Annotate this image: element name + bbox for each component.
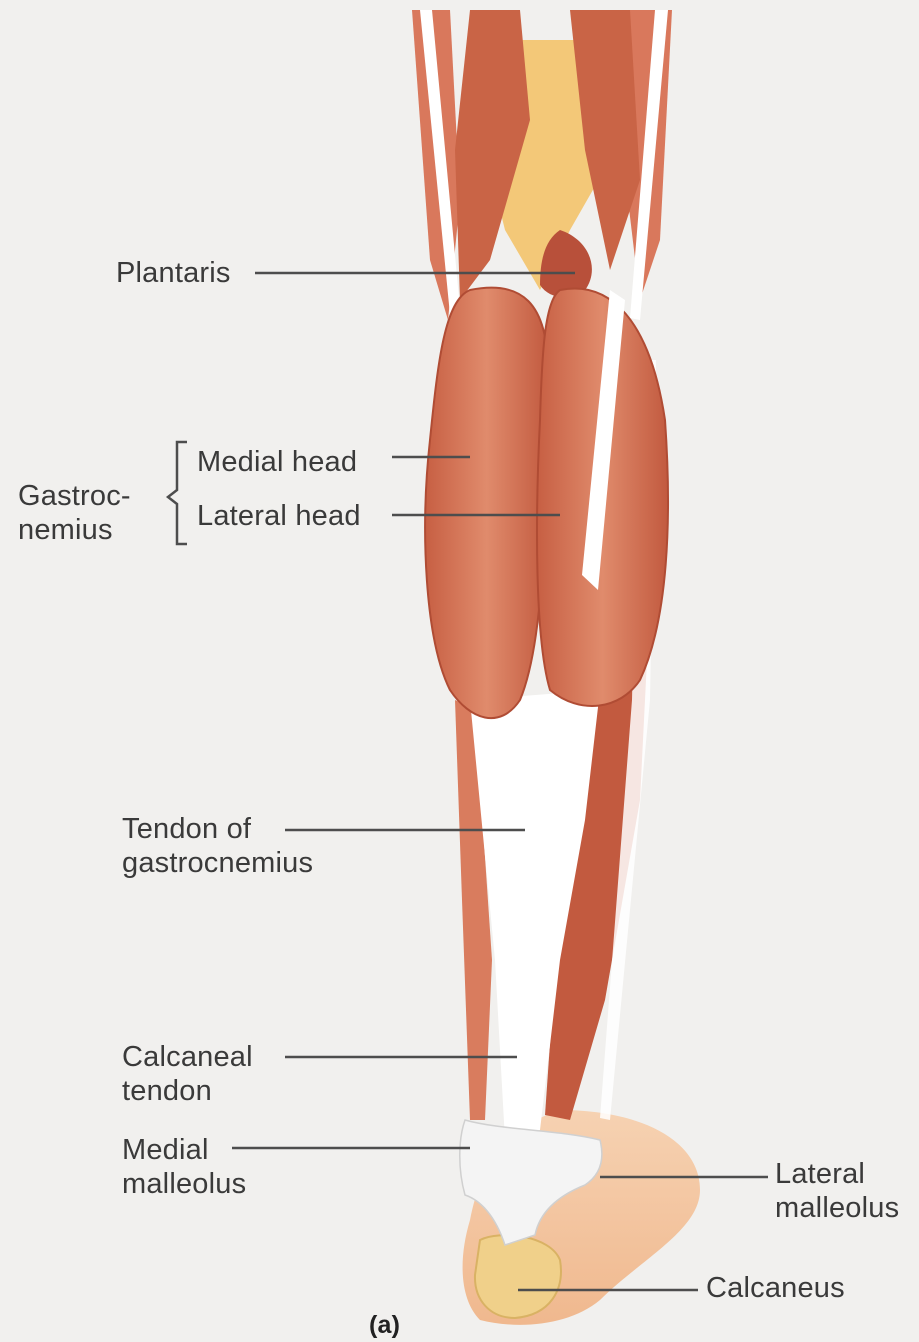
calcaneus-bone (475, 1235, 561, 1318)
label-medial-head: Medial head (197, 445, 357, 479)
label-lateral-malleolus-line2: malleolus (775, 1191, 899, 1225)
label-calcaneal-line2: tendon (122, 1074, 253, 1108)
gastrocnemius-bracket (168, 442, 187, 544)
label-medial-malleolus-line2: malleolus (122, 1167, 246, 1201)
gastrocnemius-medial-head (425, 288, 548, 718)
upper-muscles (455, 10, 530, 300)
label-medial-malleolus-line1: Medial (122, 1133, 246, 1167)
label-calcaneal-tendon: Calcaneal tendon (122, 1040, 253, 1108)
label-gastrocnemius-line1: Gastroc- (18, 479, 131, 513)
label-tendon-of-gastrocnemius: Tendon of gastrocnemius (122, 812, 313, 880)
label-lateral-malleolus-line1: Lateral (775, 1157, 899, 1191)
label-calcaneus: Calcaneus (706, 1271, 845, 1305)
label-gastrocnemius-line2: nemius (18, 513, 131, 547)
label-plantaris: Plantaris (116, 256, 231, 290)
figure-caption: (a) (369, 1308, 400, 1342)
label-medial-malleolus: Medial malleolus (122, 1133, 246, 1201)
label-lateral-malleolus: Lateral malleolus (775, 1157, 899, 1225)
label-lateral-head: Lateral head (197, 499, 361, 533)
label-tendon-line2: gastrocnemius (122, 846, 313, 880)
label-tendon-line1: Tendon of (122, 812, 313, 846)
label-gastrocnemius: Gastroc- nemius (18, 479, 131, 547)
label-calcaneal-line1: Calcaneal (122, 1040, 253, 1074)
